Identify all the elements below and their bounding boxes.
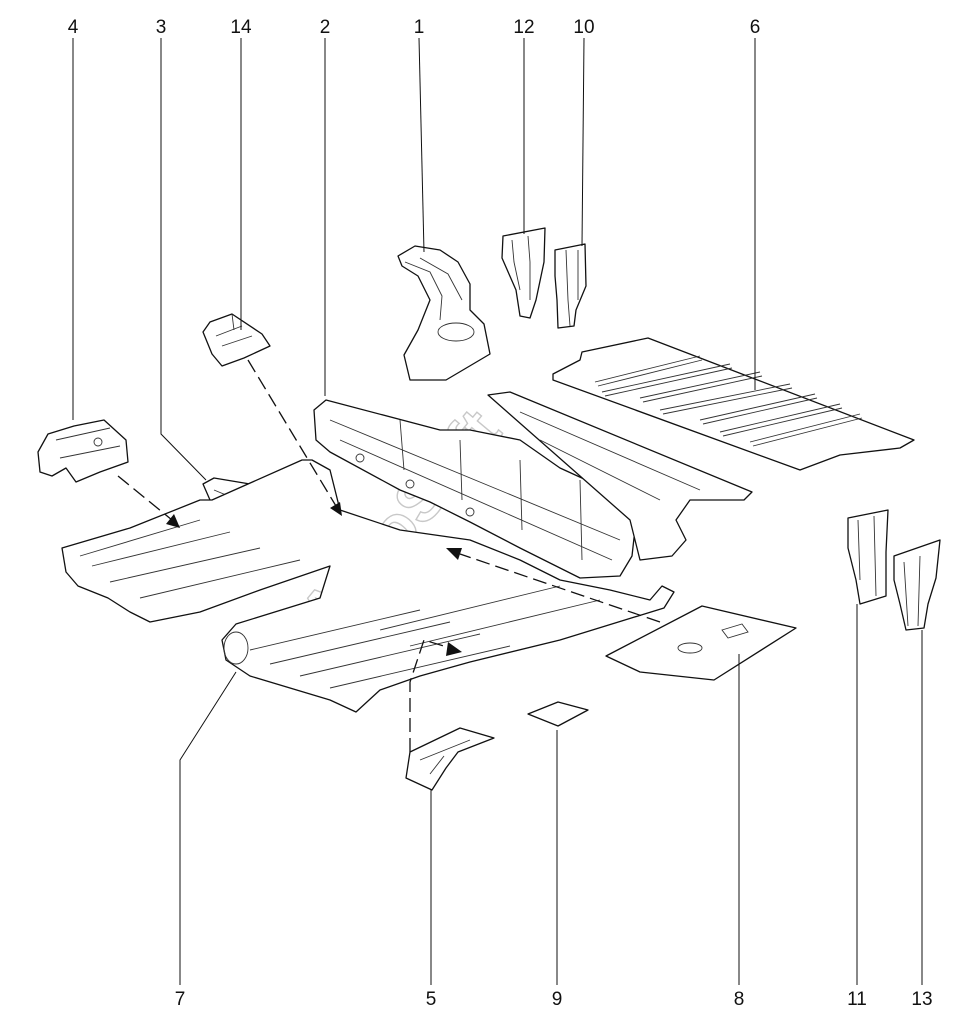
callout-3: 3	[156, 17, 167, 38]
part-8-seal-plate	[605, 605, 797, 681]
part-10-reinforcement	[554, 243, 587, 329]
callout-10: 10	[573, 17, 594, 38]
part-14-bracket	[202, 313, 271, 367]
part-5-bracket	[405, 727, 495, 791]
part-1-tunnel-bracket	[397, 245, 491, 381]
callout-9: 9	[552, 989, 563, 1010]
part-13-reinforcement	[893, 539, 941, 631]
callout-6: 6	[750, 17, 761, 38]
callout-5: 5	[426, 989, 437, 1010]
assembly-arrow-part-14	[247, 359, 342, 516]
callout-12: 12	[513, 17, 534, 38]
part-11-reinforcement	[847, 509, 889, 605]
part-2-rear-section	[487, 391, 753, 561]
part-4-bracket	[37, 419, 129, 483]
part-9-cover	[527, 701, 589, 727]
callout-1: 1	[414, 17, 425, 38]
leader-lines	[72, 37, 923, 985]
callout-2: 2	[320, 17, 331, 38]
part-2-cross-member	[313, 399, 637, 579]
callout-4: 4	[68, 17, 79, 38]
assembly-arrow-part-8	[446, 548, 661, 623]
part-12-reinforcement	[501, 227, 546, 319]
part-6-rear-floor-panel	[552, 337, 915, 471]
callout-13: 13	[911, 989, 932, 1010]
assembly-arrow-part-5	[409, 639, 462, 752]
callout-8: 8	[734, 989, 745, 1010]
part-7-main-floor-pan	[61, 459, 675, 713]
assembly-arrow-part-4	[117, 475, 180, 528]
callout-14: 14	[230, 17, 252, 38]
callout-7: 7	[175, 989, 186, 1010]
callout-11: 11	[847, 989, 867, 1010]
